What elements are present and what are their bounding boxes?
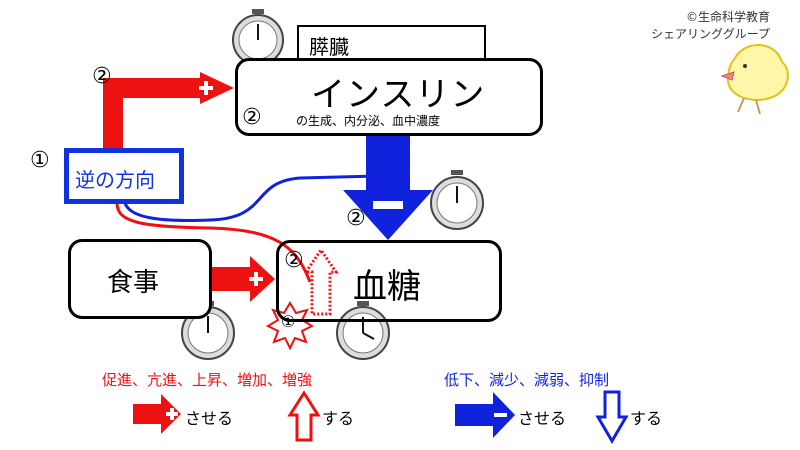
legend-blue-down-arrow-icon <box>595 390 629 444</box>
increase-terms: 促進、亢進、上昇、増加、増強 <box>102 371 313 389</box>
stopwatch-icon <box>232 9 284 66</box>
insulin-suppress-arrow <box>343 136 433 240</box>
stopwatch-icon <box>430 170 484 230</box>
step-marker: ② <box>242 105 262 130</box>
legend-cause-text: させる <box>185 409 234 428</box>
org-text: シェアリンググループ <box>650 27 770 41</box>
step-marker: ② <box>346 206 366 231</box>
legend-do-text: する <box>630 409 663 428</box>
legend-do-text: する <box>322 409 355 428</box>
step-marker: ② <box>92 64 112 89</box>
stopwatch-icon <box>181 301 235 360</box>
decrease-terms: 低下、減少、減弱、抑制 <box>444 371 610 389</box>
organ-label-box: 膵臓 <box>297 25 486 61</box>
meal-promote-arrow <box>210 256 275 302</box>
chick-icon <box>720 44 789 115</box>
step-marker: ② <box>284 248 304 273</box>
legend-cause-text: させる <box>518 409 567 428</box>
organ-label: 膵臓 <box>309 35 349 59</box>
legend-blue-arrow <box>455 392 515 438</box>
burst-step-marker: ① <box>281 312 296 331</box>
reverse-to-blood-sugar-line <box>115 202 312 283</box>
insulin-box: インスリン の生成、内分泌、血中濃度 ② <box>235 58 543 136</box>
insulin-promote-arrow <box>103 72 234 148</box>
reverse-to-insulin-line <box>123 174 379 222</box>
step-marker: ① <box>30 148 50 173</box>
insulin-detail: の生成、内分泌、血中濃度 <box>296 114 441 128</box>
copyright-text: ©生命科学教育 <box>685 10 770 24</box>
blood-sugar-up-arrow-icon <box>303 247 339 316</box>
meal-box: 食事 <box>68 239 212 319</box>
legend-red-arrow <box>133 394 181 434</box>
reverse-direction-box: 逆の方向 <box>64 148 184 204</box>
meal-label: 食事 <box>107 268 160 298</box>
reverse-label: 逆の方向 <box>75 168 155 192</box>
blood-sugar-box: 血糖 <box>276 240 502 322</box>
blood-sugar-label: 血糖 <box>353 267 421 307</box>
legend-red-up-arrow-icon <box>287 390 321 442</box>
insulin-title: インスリン <box>311 75 486 115</box>
